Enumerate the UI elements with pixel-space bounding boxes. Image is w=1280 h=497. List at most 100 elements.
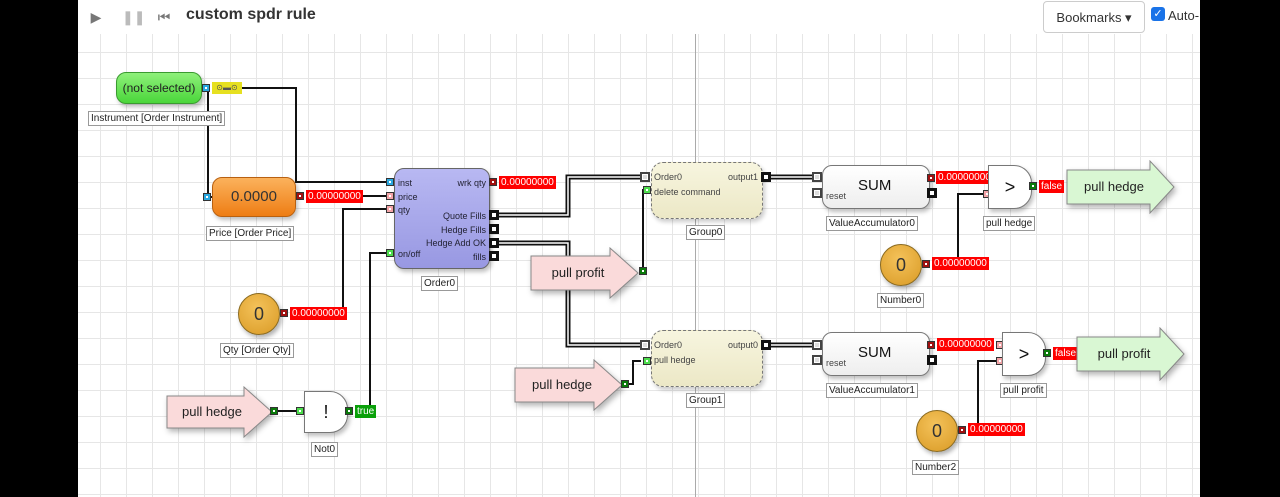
skip-back-icon[interactable]: ⏮ [157, 9, 171, 25]
order-output-hedgeaddok: Hedge Add OK [425, 238, 486, 248]
pull-hedge-output-text: pull hedge [1084, 179, 1144, 194]
order-quotefills-port[interactable] [489, 210, 499, 220]
order-wrkqty-port[interactable] [489, 178, 497, 186]
not-input-port[interactable] [296, 407, 304, 415]
acc0-output-port[interactable] [927, 174, 935, 182]
acc1-secondary-port[interactable] [927, 355, 937, 365]
qty-output-port[interactable] [280, 309, 288, 317]
qty-label: Qty [Order Qty] [220, 343, 294, 358]
acc0-label: ValueAccumulator0 [826, 216, 918, 231]
price-input-port[interactable] [203, 193, 211, 201]
order-qty-port[interactable] [386, 205, 394, 213]
group1-output: output0 [727, 340, 758, 350]
rule-title: custom spdr rule [186, 6, 316, 23]
order-output-wrkqty: wrk qty [457, 178, 486, 188]
group1-output-port[interactable] [761, 340, 771, 350]
not-gate[interactable]: ! [304, 391, 348, 433]
price-node[interactable]: 0.0000 [212, 177, 296, 217]
app-window: ▶ ❚❚ ⏮ custom spdr rule Bookmarks ▾ ✓ Au… [78, 0, 1200, 497]
cmp0-gate[interactable]: > [988, 165, 1032, 209]
pull-profit-output-text: pull profit [1097, 346, 1151, 361]
qty-output-value: 0.00000000 [290, 307, 347, 320]
pull-profit-mid-text: pull profit [551, 265, 605, 280]
number0-label: Number0 [877, 293, 925, 308]
instrument-output-port[interactable] [202, 84, 210, 92]
pull-hedge-input-text: pull hedge [182, 404, 242, 419]
group1-input-pullhedge: pull hedge [654, 355, 696, 365]
auto-checkbox[interactable]: ✓ [1151, 7, 1165, 21]
group0-input-order: Order0 [654, 172, 683, 182]
order-input-qty: qty [398, 205, 411, 215]
instrument-link-icon: ⊙▬⊙ [212, 82, 242, 94]
price-output-value: 0.00000000 [306, 190, 363, 203]
pause-icon[interactable]: ❚❚ [122, 9, 146, 25]
acc0-secondary-port[interactable] [927, 188, 937, 198]
acc0-reset-port[interactable] [812, 188, 822, 198]
order-fills-port[interactable] [489, 251, 499, 261]
group1-label: Group1 [686, 393, 726, 408]
canvas-divider [695, 34, 696, 497]
group0-node[interactable]: Order0 delete command output1 [651, 162, 763, 219]
price-output-port[interactable] [296, 192, 304, 200]
order-output-fills: fills [473, 252, 486, 262]
pull-hedge-mid-arrow[interactable]: pull hedge [514, 359, 626, 411]
acc0-sum-text: SUM [858, 177, 892, 194]
cmp1-output-port[interactable] [1043, 349, 1051, 357]
group0-order-port[interactable] [640, 172, 650, 182]
toolbar: ▶ ❚❚ ⏮ custom spdr rule Bookmarks ▾ ✓ Au… [78, 0, 1200, 34]
group1-pullhedge-port[interactable] [643, 357, 651, 365]
group1-order-port[interactable] [640, 340, 650, 350]
acc1-node[interactable]: SUM reset [822, 332, 930, 376]
acc1-input-port[interactable] [812, 340, 822, 350]
acc1-reset-text: reset [826, 358, 847, 368]
acc1-reset-port[interactable] [812, 355, 822, 365]
acc1-output-value: 0.00000000 [937, 338, 994, 351]
pull-hedge-input-arrow[interactable]: pull hedge [166, 386, 276, 438]
cmp1-label: pull profit [1000, 383, 1047, 398]
instrument-node[interactable]: (not selected) [116, 72, 202, 104]
group1-node[interactable]: Order0 pull hedge output0 [651, 330, 763, 387]
pull-profit-mid-port[interactable] [639, 267, 647, 275]
number2-output-value: 0.00000000 [968, 423, 1025, 436]
cmp1-output-value: false [1053, 347, 1079, 360]
group0-output: output1 [727, 172, 758, 182]
cmp0-output-value: false [1039, 180, 1065, 193]
cmp0-label: pull hedge [983, 216, 1036, 231]
number0-output-port[interactable] [922, 260, 930, 268]
order-wrkqty-value: 0.00000000 [499, 176, 556, 189]
acc0-node[interactable]: SUM reset [822, 165, 930, 209]
pull-profit-output-arrow[interactable]: pull profit [1076, 327, 1188, 381]
order-inst-port[interactable] [386, 178, 394, 186]
not-label: Not0 [311, 442, 339, 457]
order-output-quotefills: Quote Fills [442, 211, 486, 221]
pull-hedge-input-port[interactable] [270, 407, 278, 415]
cmp0-output-port[interactable] [1029, 182, 1037, 190]
order-onoff-port[interactable] [386, 249, 394, 257]
number0-output-value: 0.00000000 [932, 257, 989, 270]
play-icon[interactable]: ▶ [90, 9, 102, 25]
number0-node[interactable]: 0 [880, 244, 922, 286]
group0-delete-port[interactable] [643, 186, 651, 194]
not-output-port[interactable] [345, 407, 353, 415]
order-hedgefills-port[interactable] [489, 224, 499, 234]
acc1-output-port[interactable] [927, 341, 935, 349]
pull-hedge-output-arrow[interactable]: pull hedge [1066, 160, 1178, 214]
pull-hedge-mid-port[interactable] [621, 380, 629, 388]
order-price-port[interactable] [386, 192, 394, 200]
acc1-sum-text: SUM [858, 344, 892, 361]
acc0-output-value: 0.00000000 [936, 171, 993, 184]
cmp1-gate[interactable]: > [1002, 332, 1046, 376]
order-node[interactable]: inst price qty on/off wrk qty Quote Fill… [394, 168, 490, 269]
bookmarks-dropdown[interactable]: Bookmarks ▾ [1043, 1, 1145, 33]
auto-label: Auto- [1168, 8, 1200, 23]
group0-output-port[interactable] [761, 172, 771, 182]
number2-output-port[interactable] [958, 426, 966, 434]
price-label: Price [Order Price] [206, 226, 295, 241]
pull-hedge-mid-text: pull hedge [532, 377, 592, 392]
order-hedgeaddok-port[interactable] [489, 238, 499, 248]
pull-profit-mid-arrow[interactable]: pull profit [530, 247, 642, 299]
qty-node[interactable]: 0 [238, 293, 280, 335]
number2-label: Number2 [912, 460, 960, 475]
number2-node[interactable]: 0 [916, 410, 958, 452]
acc0-input-port[interactable] [812, 172, 822, 182]
